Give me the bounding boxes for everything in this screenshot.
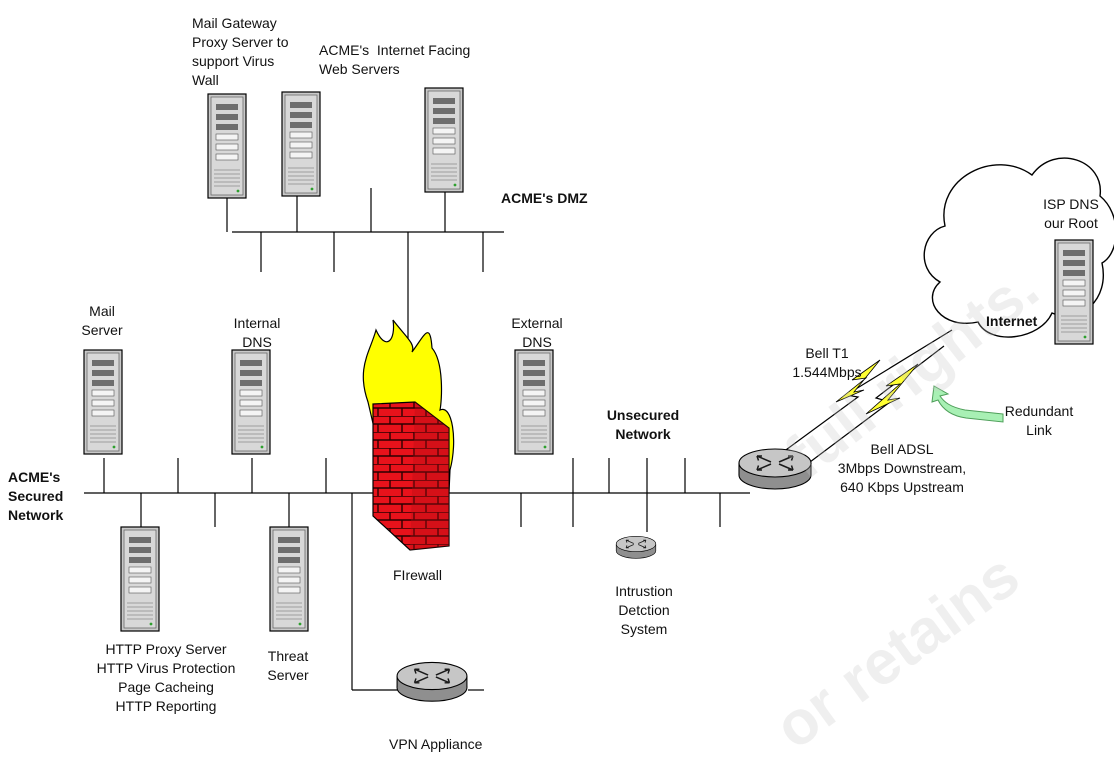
internet-label: Internet (986, 313, 1038, 329)
bell-adsl-label: Bell ADSL 3Mbps Downstream, 640 Kbps Ups… (837, 441, 967, 495)
mail-gateway-label: Mail Gateway Proxy Server to support Vir… (192, 15, 289, 88)
external-dns-server-icon (514, 349, 554, 455)
dmz-label: ACME's DMZ (501, 190, 588, 206)
vpn-appliance-label: VPN Appliance (389, 736, 483, 752)
internal-dns-server-icon (231, 349, 271, 455)
bell-t1-label: Bell T1 1.544Mbps (792, 345, 862, 380)
threat-server-label: Threat Server (267, 648, 309, 683)
http-proxy-label: HTTP Proxy Server HTTP Virus Protection … (96, 641, 236, 714)
http-proxy-server-icon (120, 526, 160, 632)
dmz-proxy-server-icon (281, 91, 321, 197)
redundant-link-arrow (931, 385, 1004, 423)
main-bus (84, 458, 750, 691)
mail-server-icon (83, 349, 123, 455)
firewall-label: FIrewall (393, 567, 443, 583)
firewall-icon (362, 319, 455, 551)
web-server-icon (424, 87, 464, 193)
redundant-link-label: Redundant Link (1004, 403, 1074, 438)
mail-server-label: Mail Server (81, 303, 123, 338)
ids-router-icon (615, 535, 657, 559)
internal-dns-label: Internal DNS (233, 315, 281, 350)
mail-gateway-server-icon (207, 93, 247, 199)
secured-network-label: ACME's Secured Network (8, 469, 64, 523)
ids-label: Intrustion Detction System (615, 583, 673, 637)
isp-dns-label: ISP DNS our Root (1043, 196, 1099, 231)
external-dns-label: External DNS (511, 315, 563, 350)
dmz-bus (226, 188, 504, 348)
web-servers-label: ACME's Internet Facing Web Servers (319, 42, 471, 77)
vpn-appliance-icon (396, 661, 468, 702)
threat-server-icon (269, 526, 309, 632)
lightning-bolts (835, 359, 919, 415)
isp-dns-server-icon (1054, 239, 1094, 345)
unsecured-network-label: Unsecured Network (606, 407, 680, 442)
